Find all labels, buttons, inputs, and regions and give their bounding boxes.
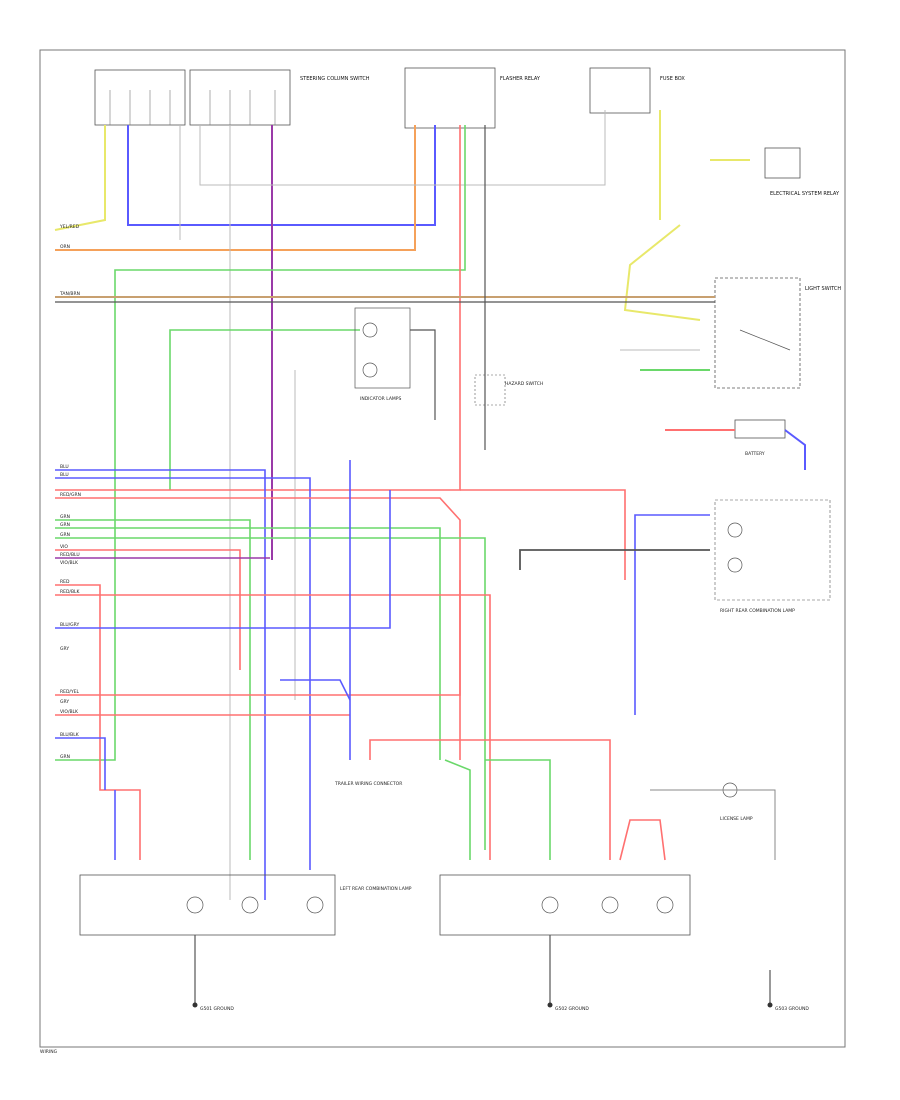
license-label: LICENSE LAMP — [720, 816, 753, 822]
ground-wires — [194, 935, 771, 1005]
wire-right-blue — [634, 514, 710, 715]
switch-label: STEERING COLUMN SWITCH — [300, 76, 370, 82]
rear-lamp-right-box — [714, 499, 831, 601]
wire-color-label: GRY — [60, 646, 69, 652]
wire-color-label: VIO/BLK — [60, 709, 79, 715]
ground-dots — [192, 1002, 773, 1008]
ground-left-label: G501 GROUND — [200, 1006, 234, 1012]
wire-color-label: GRN — [60, 522, 70, 528]
wire-blue-top — [127, 125, 436, 226]
wire-color-label: ORN — [60, 244, 70, 250]
wire-right-red — [369, 489, 666, 861]
wire-color-label: BLU — [60, 464, 69, 470]
rear-combo-right — [439, 874, 691, 936]
indicator-label: INDICATOR LAMPS — [360, 396, 401, 402]
rear-right-label: RIGHT REAR COMBINATION LAMP — [720, 608, 795, 614]
relay-label: ELECTRICAL SYSTEM RELAY — [770, 191, 840, 197]
relay-box — [764, 147, 801, 179]
wire-color-label: BLU/BLK — [60, 732, 80, 738]
footer-text: WIRING — [40, 1049, 58, 1055]
wire-right-green — [444, 759, 551, 860]
wire-color-label: GRY — [60, 699, 69, 705]
indicator-lamps — [354, 307, 411, 389]
hazard-label: HAZARD SWITCH — [505, 381, 543, 387]
wire-color-label: BLU — [60, 472, 69, 478]
wire-color-label: RED/BLK — [60, 589, 81, 595]
wire-color-label: TAN/BRN — [59, 291, 80, 297]
ground-mid-label: G502 GROUND — [555, 1006, 589, 1012]
hazard-switch — [474, 374, 506, 406]
battery-label: BATTERY — [745, 451, 765, 457]
wire-color-label: RED/BLU — [60, 552, 80, 558]
wire-color-label: RED/GRN — [60, 492, 81, 498]
flasher-label: FLASHER RELAY — [500, 76, 541, 82]
wire-color-label: GRN — [60, 754, 70, 760]
wire-orange-top — [55, 125, 416, 251]
wire-dark-bus — [55, 125, 715, 450]
wire-dark-right — [519, 549, 710, 570]
fuse-box-label: FUSE BOX — [660, 76, 685, 82]
flasher-box — [404, 67, 496, 129]
light-switch-label: LIGHT SWITCH — [805, 286, 841, 292]
license-lamp — [650, 782, 776, 860]
wire-color-legend: YEL/RED ORN TAN/BRN BLU BLU RED/GRN GRN GRN GRN V… — [59, 224, 81, 760]
wire-yellow-top — [54, 110, 750, 321]
wire-color-label: RED — [60, 579, 70, 585]
wire-color-label: VIO/BLK — [60, 560, 79, 566]
steering-switch-b — [189, 69, 291, 126]
rear-left-label: LEFT REAR COMBINATION LAMP — [340, 886, 412, 892]
wire-color-label: YEL/RED — [59, 224, 80, 230]
wire-green-top — [55, 125, 466, 761]
wire-color-label: GRN — [60, 532, 70, 538]
steering-switch-a — [94, 69, 186, 126]
wire-color-label: VIO — [60, 544, 68, 550]
wire-color-label: BLU/GRY — [60, 622, 80, 628]
wire-battery — [665, 429, 806, 470]
wire-left-bundle — [55, 460, 491, 900]
battery — [734, 419, 786, 439]
trailer-label: TRAILER WIRING CONNECTOR — [334, 781, 402, 787]
diagram-frame — [39, 49, 846, 1048]
fuse-box — [589, 67, 651, 114]
wire-color-label: GRN — [60, 514, 70, 520]
ground-right-label: G503 GROUND — [775, 1006, 809, 1012]
wire-color-label: RED/YEL — [60, 689, 80, 695]
rear-combo-left — [79, 874, 336, 936]
wire-gray-top — [179, 110, 606, 900]
wire-gray-mid — [294, 349, 700, 700]
light-switch-box — [714, 277, 801, 389]
